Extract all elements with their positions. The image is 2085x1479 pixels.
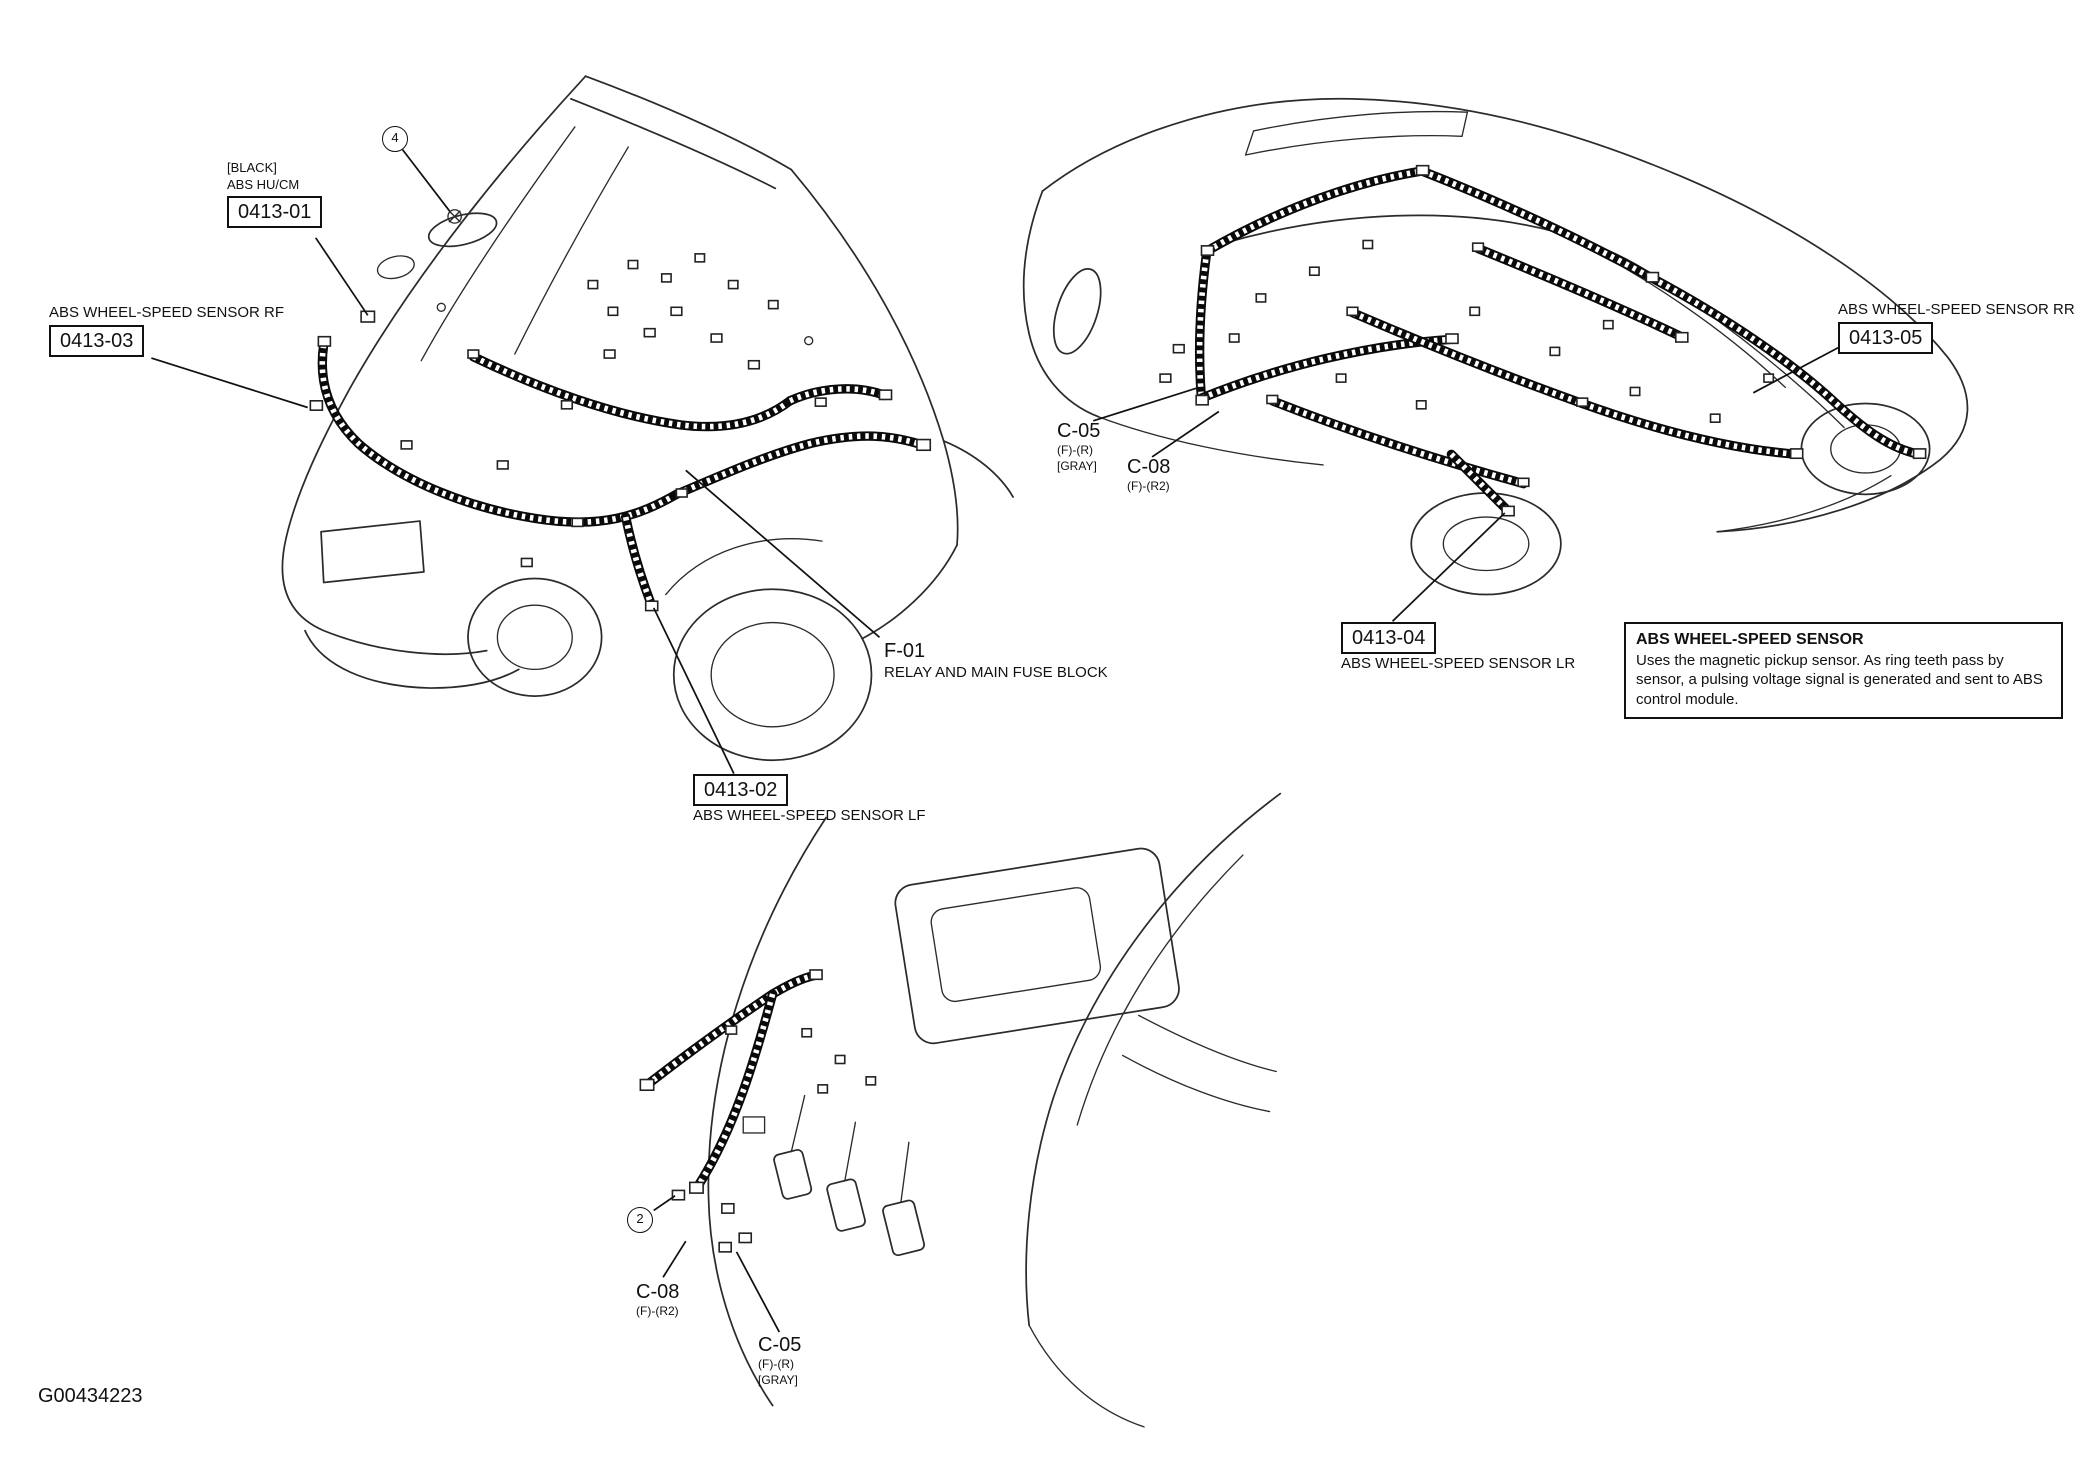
connector-c05-rear-sub1: (F)-(R) [1057, 443, 1093, 457]
rear-view-headlight [1052, 268, 1102, 355]
rear-leader-lines [1093, 346, 1840, 622]
front-connectors [309, 253, 932, 612]
front-right-wheel [672, 588, 873, 762]
sensor-lf-label: 0413-02 ABS WHEEL-SPEED SENSOR LF [693, 772, 926, 826]
sensor-lr-name: ABS WHEEL-SPEED SENSOR LR [1341, 655, 1576, 672]
ref-box-0413-04: 0413-04 [1341, 622, 1437, 654]
fuse-block-name: RELAY AND MAIN FUSE BLOCK [884, 664, 1108, 681]
front-car-body [281, 75, 1014, 762]
abs-hucm-name: ABS HU/CM [227, 176, 300, 192]
fuse-block-code: F-01 [884, 640, 926, 662]
rear-connectors [1159, 164, 1927, 517]
connector-c05-interior-sub1: (F)-(R) [758, 1357, 794, 1371]
rear-left-wheel [1410, 492, 1562, 596]
front-leader-lines [151, 149, 881, 774]
interior-view-art [639, 792, 1282, 1428]
connector-c08-rear-code: C-08 [1127, 456, 1171, 478]
connector-c05-interior: C-05 (F)-(R) [GRAY] [758, 1334, 801, 1388]
abs-hucm-color: [BLACK] [227, 160, 277, 175]
sensor-rr-label: ABS WHEEL-SPEED SENSOR RR 0413-05 [1838, 300, 2075, 354]
interior-connectors [639, 969, 877, 1253]
abs-sensor-note-body: Uses the magnetic pickup sensor. As ring… [1636, 651, 2043, 708]
connector-c08-rear-sub1: (F)-(R2) [1127, 479, 1170, 493]
ref-box-0413-02: 0413-02 [693, 774, 789, 806]
rear-car-body [1022, 97, 1969, 596]
connector-c08-interior-sub1: (F)-(R2) [636, 1304, 679, 1318]
connector-c05-interior-sub2: [GRAY] [758, 1372, 798, 1387]
sensor-rr-name: ABS WHEEL-SPEED SENSOR RR [1838, 301, 2075, 318]
connector-c08-rear: C-08 (F)-(R2) [1127, 456, 1170, 495]
license-plate [320, 520, 425, 584]
interior-harness [642, 970, 821, 1192]
callout-2: 2 [627, 1207, 653, 1233]
sensor-rf-name: ABS WHEEL-SPEED SENSOR RF [49, 304, 285, 321]
interior-structure [707, 792, 1282, 1428]
ref-box-0413-05: 0413-05 [1838, 321, 1934, 354]
front-left-wheel [467, 577, 603, 697]
rear-harness [1194, 166, 1924, 516]
screw-icon [447, 209, 462, 224]
front-harness [317, 340, 927, 609]
figure-id: G00434223 [38, 1385, 143, 1407]
sensor-lr-label: 0413-04 ABS WHEEL-SPEED SENSOR LR [1341, 620, 1575, 674]
connector-c05-rear-sub2: [GRAY] [1057, 458, 1097, 473]
interior-leader-lines [653, 1195, 781, 1333]
rear-view-art [1022, 97, 1969, 622]
front-view-art [151, 75, 1014, 774]
headlight [427, 212, 498, 248]
abs-sensor-note: ABS WHEEL-SPEED SENSOR Uses the magnetic… [1624, 622, 2063, 720]
fuse-block-label: F-01 RELAY AND MAIN FUSE BLOCK [884, 640, 1108, 683]
connector-c05-rear-code: C-05 [1057, 420, 1101, 442]
heater-unit [894, 847, 1180, 1045]
ref-box-0413-01: 0413-01 [227, 195, 323, 228]
abs-hucm-label: [BLACK] ABS HU/CM 0413-01 [227, 160, 323, 228]
sensor-rf-label: ABS WHEEL-SPEED SENSOR RF 0413-03 [49, 303, 284, 357]
callout-4: 4 [382, 126, 408, 152]
pedals [773, 1094, 925, 1257]
connector-c08-interior-code: C-08 [636, 1281, 680, 1303]
connector-c08-interior: C-08 (F)-(R2) [636, 1281, 679, 1320]
ref-box-0413-03: 0413-03 [49, 324, 145, 357]
connector-c05-rear: C-05 (F)-(R) [GRAY] [1057, 420, 1100, 474]
connector-c05-interior-code: C-05 [758, 1334, 802, 1356]
abs-sensor-note-title: ABS WHEEL-SPEED SENSOR [1636, 631, 1864, 648]
sensor-lf-name: ABS WHEEL-SPEED SENSOR LF [693, 807, 926, 824]
